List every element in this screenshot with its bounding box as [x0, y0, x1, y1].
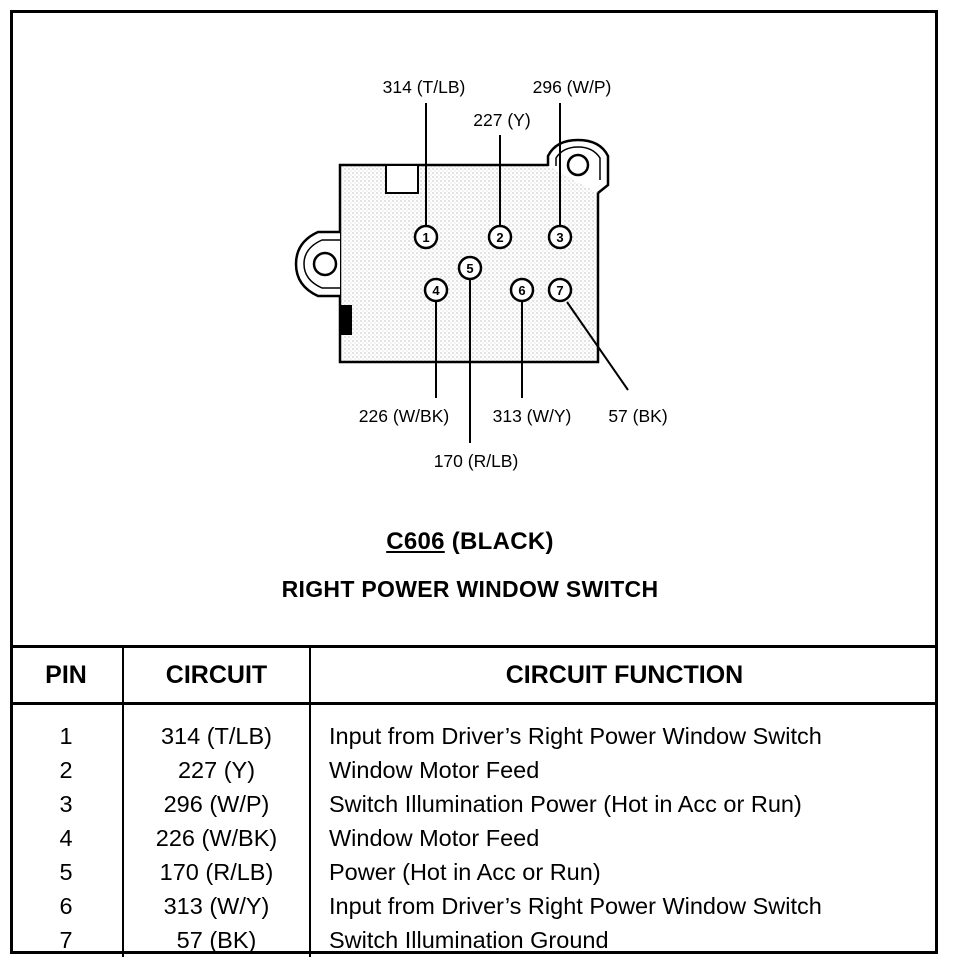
pin-cavity-2: [487, 224, 513, 250]
pin-cavity-4: [423, 277, 449, 303]
connector-title: C606 (BLACK): [0, 528, 940, 556]
header-circuit: CIRCUIT: [122, 645, 310, 705]
function-cell: Switch Illumination Power (Hot in Acc or…: [309, 787, 938, 821]
function-cell: Input from Driver’s Right Power Window S…: [309, 889, 938, 923]
function-cell: Window Motor Feed: [309, 821, 938, 855]
pin-table: PIN CIRCUIT CIRCUIT FUNCTION 1 314 (T/LB…: [10, 645, 938, 957]
pin-cavity-3: [547, 224, 573, 250]
pin-label-5: 170 (R/LB): [434, 451, 519, 471]
pin-number-6: 6: [518, 283, 525, 298]
connector-key: [340, 305, 352, 335]
pin-label-6: 313 (W/Y): [493, 406, 572, 426]
function-cell: Power (Hot in Acc or Run): [309, 855, 938, 889]
circuit-cell: 57 (BK): [122, 923, 310, 957]
pin-cavity-5: [457, 255, 483, 281]
connector-diagram: 1 2 3 4 5 6 7 314 (T/LB) 296 (W/P) 227 (…: [294, 77, 668, 471]
circuit-cell: 226 (W/BK): [122, 821, 310, 855]
pin-cell: 3: [59, 790, 73, 817]
pin-cavity-6: [509, 277, 535, 303]
leader-line-7: [566, 301, 629, 391]
circuit-cell: 296 (W/P): [122, 787, 310, 821]
table-row: 7 57 (BK) Switch Illumination Ground: [10, 923, 938, 957]
pin-number-4: 4: [432, 283, 440, 298]
function-cell: Input from Driver’s Right Power Window S…: [309, 703, 938, 753]
connector-code: C606: [386, 528, 445, 555]
function-cell: Window Motor Feed: [309, 753, 938, 787]
left-latch-icon: [294, 230, 340, 298]
component-name: RIGHT POWER WINDOW SWITCH: [281, 576, 659, 602]
header-circuit-function: CIRCUIT FUNCTION: [309, 645, 938, 705]
pin-cavity-1: [413, 224, 439, 250]
pin-cavity-7: [547, 277, 573, 303]
connector-tab: [385, 164, 419, 194]
pin-label-4: 226 (W/BK): [359, 406, 449, 426]
pin-number-1: 1: [422, 230, 429, 245]
circuit-cell: 227 (Y): [122, 753, 310, 787]
pin-label-7: 57 (BK): [608, 406, 667, 426]
pin-cell: 7: [59, 926, 73, 953]
pin-cell: 6: [59, 892, 73, 919]
pin-label-3: 296 (W/P): [533, 77, 612, 97]
table-row: 3 296 (W/P) Switch Illumination Power (H…: [10, 787, 938, 821]
table-row: 6 313 (W/Y) Input from Driver’s Right Po…: [10, 889, 938, 923]
pin-number-7: 7: [556, 283, 563, 298]
table-row: 2 227 (Y) Window Motor Feed: [10, 753, 938, 787]
pin-cell: 4: [59, 824, 73, 851]
function-cell: Switch Illumination Ground: [309, 923, 938, 957]
header-pin: PIN: [10, 645, 123, 705]
pin-cell: 5: [59, 858, 73, 885]
pin-number-2: 2: [496, 230, 503, 245]
table-row: 1 314 (T/LB) Input from Driver’s Right P…: [10, 703, 938, 753]
circuit-cell: 313 (W/Y): [122, 889, 310, 923]
table-row: 5 170 (R/LB) Power (Hot in Acc or Run): [10, 855, 938, 889]
connector-color: (BLACK): [451, 528, 554, 555]
circuit-cell: 314 (T/LB): [122, 703, 310, 753]
table-row: 4 226 (W/BK) Window Motor Feed: [10, 821, 938, 855]
pin-label-2: 227 (Y): [473, 110, 530, 130]
pin-cell: 2: [59, 756, 73, 783]
pin-label-1: 314 (T/LB): [383, 77, 466, 97]
table-header-row: PIN CIRCUIT CIRCUIT FUNCTION: [10, 645, 938, 705]
circuit-cell: 170 (R/LB): [122, 855, 310, 889]
pin-number-3: 3: [556, 230, 563, 245]
pin-cell: 1: [59, 722, 73, 749]
pin-number-5: 5: [466, 261, 473, 276]
top-latch-icon: [546, 138, 610, 194]
